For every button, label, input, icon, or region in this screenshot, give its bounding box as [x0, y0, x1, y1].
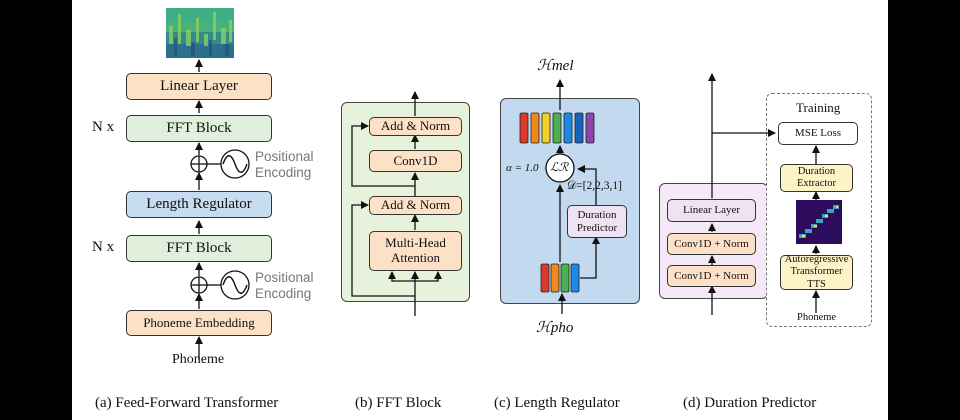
alignment-heatmap-image	[796, 200, 842, 244]
multi-head-attention-box: Multi-Head Attention	[369, 231, 462, 271]
caption-c: (c) Length Regulator	[494, 395, 620, 411]
nx-bottom-label: N x	[92, 239, 115, 255]
mel-frame-bar	[585, 112, 595, 144]
add-norm-bottom-box: Add & Norm	[369, 196, 462, 215]
autoregressive-tts-box: Autoregressive Transformer TTS	[780, 254, 853, 290]
mel-frame-bar	[552, 112, 562, 144]
conv1d-box: Conv1D	[369, 150, 462, 172]
conv-norm-bottom-box: Conv1D + Norm	[667, 265, 756, 287]
phoneme-hidden-bar	[560, 263, 570, 293]
mel-frame-bar	[563, 112, 573, 144]
positional-encoding-bottom-line1: Positional	[255, 270, 314, 285]
phoneme-input-label-a: Phoneme	[172, 352, 225, 367]
mel-spectrogram-image	[166, 8, 234, 58]
mel-frame-bar	[519, 112, 529, 144]
phoneme-hidden-bar	[570, 263, 580, 293]
phoneme-hidden-bar	[540, 263, 550, 293]
positional-encoding-top-line1: Positional	[255, 149, 314, 164]
fft-block-bottom-box: FFT Block	[126, 235, 272, 262]
duration-extractor-box: Duration Extractor	[780, 164, 853, 192]
mel-frame-bar	[530, 112, 540, 144]
alpha-label: α = 1.0	[506, 162, 539, 174]
mel-frame-bar	[574, 112, 584, 144]
h-pho-label: ℋpho	[536, 320, 574, 336]
phoneme-embedding-box: Phoneme Embedding	[126, 310, 272, 336]
lr-symbol: ℒℛ	[550, 160, 569, 174]
positional-encoding-top-label: Positional Encoding	[255, 149, 314, 181]
h-mel-label: ℋmel	[537, 58, 574, 74]
mel-sequence-bars	[519, 112, 595, 144]
add-norm-top-box: Add & Norm	[369, 117, 462, 136]
positional-encoding-bottom-label: Positional Encoding	[255, 270, 314, 302]
fft-block-top-box: FFT Block	[126, 115, 272, 142]
phoneme-hidden-bar	[550, 263, 560, 293]
caption-a: (a) Feed-Forward Transformer	[95, 395, 279, 411]
positional-encoding-bottom-line2: Encoding	[255, 286, 312, 302]
mel-frame-bar	[541, 112, 551, 144]
nx-top-label: N x	[92, 119, 115, 135]
caption-b: (b) FFT Block	[355, 395, 442, 411]
length-regulator-box: Length Regulator	[126, 191, 272, 218]
phoneme-input-label-d: Phoneme	[797, 312, 837, 323]
linear-layer-box: Linear Layer	[126, 73, 272, 100]
positional-encoding-top-line2: Encoding	[255, 165, 312, 181]
duration-predictor-box-c: Duration Predictor	[567, 205, 627, 238]
training-label: Training	[796, 100, 841, 115]
phoneme-sequence-bars	[540, 263, 580, 293]
duration-label: 𝒟=[2,2,3,1]	[567, 180, 622, 192]
mse-loss-box: MSE Loss	[778, 122, 858, 145]
caption-d: (d) Duration Predictor	[683, 395, 817, 411]
linear-layer-box-d: Linear Layer	[667, 199, 756, 222]
conv-norm-top-box: Conv1D + Norm	[667, 233, 756, 255]
